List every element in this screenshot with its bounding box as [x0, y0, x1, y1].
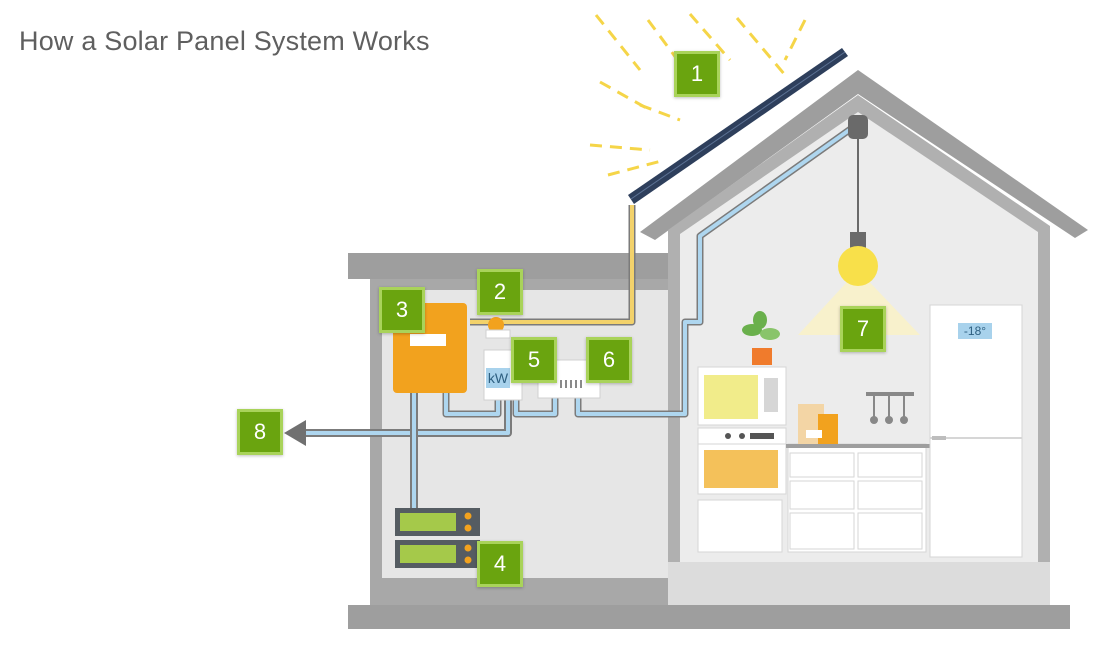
fridge	[929, 304, 1023, 558]
page-title: How a Solar Panel System Works	[19, 26, 430, 56]
fridge-display: -18°	[958, 323, 992, 339]
house-floor	[668, 562, 1050, 605]
badge-1: 1	[674, 51, 720, 97]
badge-3: 3	[379, 287, 425, 333]
badge-6: 6	[586, 337, 632, 383]
solar-panel-icon	[628, 48, 848, 204]
ground-slab	[348, 605, 1070, 629]
badge-8: 8	[237, 409, 283, 455]
plant-icon	[742, 311, 780, 365]
badge-7: 7	[840, 306, 886, 352]
meter-display: kW	[486, 368, 510, 388]
badge-5: 5	[511, 337, 557, 383]
grid-arrow-icon	[284, 420, 306, 446]
kitchen	[697, 366, 930, 553]
badge-4: 4	[477, 541, 523, 587]
badge-2: 2	[477, 269, 523, 315]
battery-icon	[395, 508, 480, 568]
cables	[303, 125, 855, 510]
light-bulb-icon	[798, 115, 920, 335]
